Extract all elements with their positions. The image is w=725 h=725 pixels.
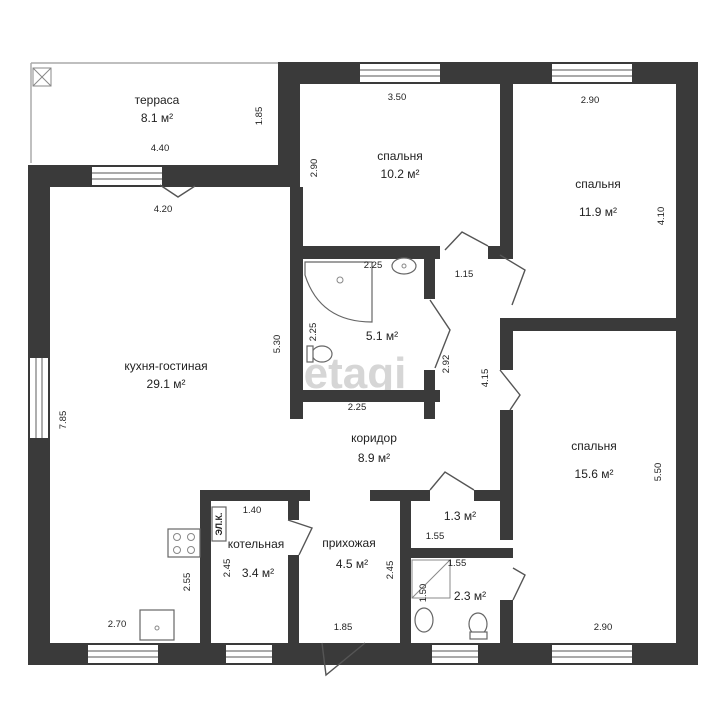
dim-kitchen-height: 7.85 (58, 411, 69, 430)
door-bedroom-right (499, 254, 526, 306)
bathroom-area: 5.1 м² (366, 329, 398, 343)
dim-terrace-width: 4.40 (151, 143, 170, 154)
door-boiler (287, 519, 313, 556)
dim-corridor-top: 1.15 (455, 269, 474, 280)
windows (30, 64, 632, 663)
dim-wc-depth: 1.50 (418, 584, 429, 603)
dim-boiler-depth: 2.45 (222, 559, 233, 578)
kitchen-sink-icon (139, 609, 175, 641)
dim-bedroom-right-width: 2.90 (581, 95, 600, 106)
room-labels: терраса 8.1 м² спальня 10.2 м² спальня 1… (124, 93, 620, 603)
terrace-post-icon (32, 67, 52, 87)
dim-bedroom-br-width: 2.90 (594, 622, 613, 633)
window-boiler-bottom (226, 645, 272, 663)
door-wc (512, 567, 526, 601)
window-kitchen-top (92, 167, 162, 185)
terrace-outline (30, 62, 278, 163)
electric-panel-icon (211, 506, 227, 542)
window-kitchen-bottom (88, 645, 158, 663)
dim-kitchen-right: 5.30 (272, 335, 283, 354)
dim-bedroom-right-depth: 4.10 (656, 207, 667, 226)
dim-bedroom-br-depth: 5.50 (653, 463, 664, 482)
dim-hallway-width: 1.85 (334, 622, 353, 633)
dim-bedroom-mid-width: 3.50 (388, 92, 407, 103)
door-terrace (159, 184, 196, 198)
dim-bath-side: 2.25 (308, 323, 319, 342)
dim-hallway-depth: 2.45 (385, 561, 396, 580)
door-bedroom-br (499, 369, 521, 411)
wc-sink-icon (414, 607, 434, 633)
window-bedroom-mid (360, 64, 440, 82)
terrace-area: 8.1 м² (141, 111, 173, 125)
door-bedroom-mid (444, 231, 489, 251)
window-bedroom-right (552, 64, 632, 82)
sink-icon (391, 257, 417, 275)
terrace-name: терраса (135, 93, 180, 107)
dim-closet-width: 1.55 (426, 531, 445, 542)
kitchen-area: 29.1 м² (147, 377, 186, 391)
window-wc-bottom (432, 645, 478, 663)
door-bathroom (429, 299, 451, 369)
doors (159, 184, 526, 677)
shower-icon (304, 261, 373, 323)
dim-bath-top: 2.25 (364, 260, 383, 271)
door-closet (429, 471, 475, 491)
dimension-labels: 4.40 1.85 4.20 7.85 2.70 5.30 2.55 3.50 … (58, 92, 667, 633)
electric-panel-label: ЭЛ.К. (214, 513, 224, 536)
dim-boiler-width: 1.40 (243, 505, 262, 516)
window-kitchen-left (30, 358, 48, 438)
fixtures: ЭЛ.К. (139, 257, 488, 641)
bedroom-br-name: спальня (571, 439, 617, 453)
dim-kitchen-bottom: 2.70 (108, 619, 127, 630)
boiler-name: котельная (228, 537, 284, 551)
bedroom-right-name: спальня (575, 177, 621, 191)
toilet-icon (311, 345, 333, 363)
bedroom-mid-name: спальня (377, 149, 423, 163)
dim-bath-bottom: 2.25 (348, 402, 367, 413)
kitchen-name: кухня-гостиная (124, 359, 207, 373)
bedroom-mid-area: 10.2 м² (381, 167, 420, 181)
boiler-area: 3.4 м² (242, 566, 274, 580)
hallway-name: прихожая (322, 536, 375, 550)
dim-bath-right: 2.92 (441, 355, 452, 374)
dim-kitchen-lower-left: 2.55 (182, 573, 193, 592)
corridor-name: коридор (351, 431, 397, 445)
hallway-area: 4.5 м² (336, 557, 368, 571)
closet-area: 1.3 м² (444, 509, 476, 523)
wc-area: 2.3 м² (454, 589, 486, 603)
wc-shower-icon (411, 559, 451, 599)
dim-terrace-depth: 1.85 (254, 107, 265, 126)
window-bedroom-br (552, 645, 632, 663)
dim-bedroom-mid-depth: 2.90 (309, 159, 320, 178)
dim-corridor-side: 4.15 (480, 369, 491, 388)
bedroom-br-area: 15.6 м² (575, 467, 614, 481)
door-entrance (321, 642, 366, 677)
dim-wc-width: 1.55 (448, 558, 467, 569)
dim-kitchen-top: 4.20 (154, 204, 173, 215)
stove-icon (167, 528, 201, 558)
bedroom-right-area: 11.9 м² (579, 205, 617, 219)
corridor-area: 8.9 м² (358, 451, 390, 465)
